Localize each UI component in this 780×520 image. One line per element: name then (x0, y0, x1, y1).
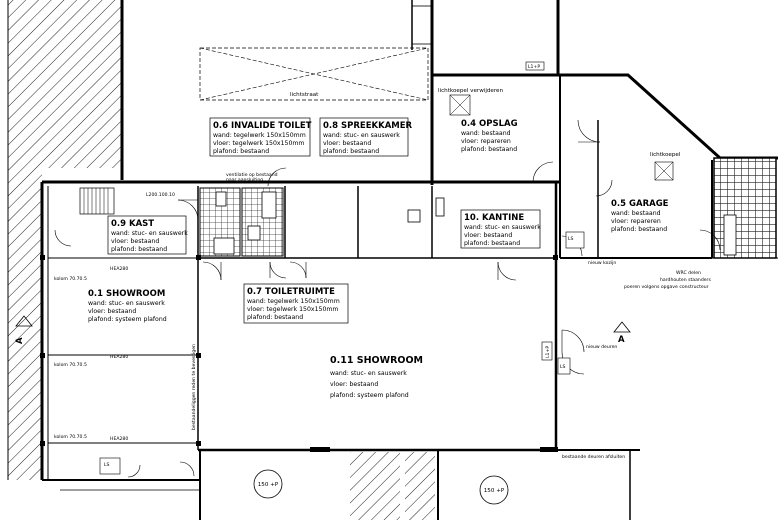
svg-text:vloer: tegelwerk 150x150mm: vloer: tegelwerk 150x150mm (247, 306, 338, 313)
parking-marker-2: 150 +P (479, 475, 509, 505)
svg-text:wand: stuc- en sauswerk: wand: stuc- en sauswerk (464, 224, 541, 231)
annotation-hea-3: HEA280 (110, 436, 128, 442)
annotation-vertical: bestaandeliggen reden te bevestigen (191, 344, 197, 430)
svg-text:plafond: bestaand: plafond: bestaand (213, 148, 269, 155)
svg-text:L1+P: L1+P (528, 64, 540, 70)
tag-top: L1+P (525, 61, 545, 71)
annotation-ventilatie: ventilatie op bestaand (226, 172, 278, 178)
svg-text:L1+P: L1+P (545, 346, 551, 358)
svg-text:0.9 KAST: 0.9 KAST (111, 219, 154, 229)
parking-marker-1: 150 +P (253, 469, 283, 499)
room-label-garage: 0.5 GARAGE wand: bestaand vloer: reparer… (611, 199, 669, 233)
door-swings (54, 119, 721, 478)
room-label-invalide-toilet: 0.6 INVALIDE TOILET wand: tegelwerk 150x… (209, 117, 312, 157)
svg-text:plafond: bestaand: plafond: bestaand (247, 314, 303, 321)
annotation-kanaal: naar aansluiting (226, 177, 263, 183)
svg-text:vloer: bestaand: vloer: bestaand (323, 140, 371, 147)
annotation-kolom-1: kolom 70.70.5 (54, 276, 87, 282)
annotation-kolom-3: kolom 70.70.5 (54, 434, 87, 440)
neighbour-hatch (8, 0, 122, 168)
svg-text:plafond: systeem plafond: plafond: systeem plafond (330, 392, 409, 399)
svg-text:plafond: bestaand: plafond: bestaand (461, 146, 517, 153)
room-label-kast: 0.9 KAST wand: stuc- en sauswerk vloer: … (107, 215, 188, 255)
skylight-marker-garage (654, 161, 674, 181)
lower-hatch (350, 452, 400, 520)
svg-text:wand: bestaand: wand: bestaand (611, 210, 661, 217)
svg-text:LS: LS (568, 236, 574, 242)
annotation-l200: L200.100.10 (146, 192, 175, 198)
svg-text:wand: stuc- en sauswerk: wand: stuc- en sauswerk (111, 230, 188, 237)
ls-marker-2: LS (99, 457, 121, 475)
tag-right: L1+P (541, 341, 553, 361)
svg-text:plafond: bestaand: plafond: bestaand (611, 226, 667, 233)
svg-text:wand: stuc- en sauswerk: wand: stuc- en sauswerk (88, 300, 165, 307)
annotation-lichtkoepel: lichtkoepel (650, 152, 681, 158)
svg-text:vloer: bestaand: vloer: bestaand (111, 238, 159, 245)
annotation-kolom-2: kolom 70.70.5 (54, 362, 87, 368)
svg-text:plafond: systeem plafond: plafond: systeem plafond (88, 316, 167, 323)
svg-text:wand: tegelwerk 150x150mm: wand: tegelwerk 150x150mm (247, 298, 340, 305)
svg-text:wand: bestaand: wand: bestaand (461, 130, 511, 137)
svg-text:vloer: bestaand: vloer: bestaand (88, 308, 136, 315)
svg-text:0.4 OPSLAG: 0.4 OPSLAG (461, 119, 518, 129)
svg-text:plafond: bestaand: plafond: bestaand (111, 246, 167, 253)
room-label-kantine: 10. KANTINE wand: stuc- en sauswerk vloe… (460, 209, 541, 249)
neighbour-hatch-lower (8, 168, 42, 480)
svg-text:150 +P: 150 +P (258, 482, 279, 488)
svg-text:150 +P: 150 +P (484, 488, 505, 494)
svg-text:10. KANTINE: 10. KANTINE (464, 213, 524, 223)
annotation-nieuw-kozijn: nieuw kozijn (588, 260, 616, 266)
svg-text:wand: stuc- en sauswerk: wand: stuc- en sauswerk (330, 370, 407, 377)
skylight-marker-opslag (449, 94, 471, 116)
skylight-lichtstraat: lichtstraat (199, 47, 429, 101)
section-marker-left: A (15, 315, 33, 344)
room-label-spreekkamer: 0.8 SPREEKKAMER wand: stuc- en sauswerk … (319, 117, 413, 157)
annotation-hea-2: HEA280 (110, 354, 128, 360)
svg-text:wand: stuc- en sauswerk: wand: stuc- en sauswerk (323, 132, 400, 139)
ls-marker-3: LS (557, 357, 571, 375)
svg-text:0.8 SPREEKKAMER: 0.8 SPREEKKAMER (323, 121, 413, 131)
svg-text:plafond: bestaand: plafond: bestaand (464, 240, 520, 247)
annotation-bestaande-deuren: bestaande deuren afsluiten (562, 454, 625, 460)
annotation-lichtkoepel-verwijderen: lichtkoepel verwijderen (438, 88, 503, 94)
room-label-showroom-011: 0.11 SHOWROOM wand: stuc- en sauswerk vl… (330, 355, 423, 399)
ls-marker-1: LS (565, 231, 585, 249)
stair (79, 187, 115, 215)
svg-text:LS: LS (104, 462, 110, 468)
room-label-showroom-01: 0.1 SHOWROOM wand: stuc- en sauswerk vlo… (88, 289, 167, 323)
annotation-wrc-1: WRC delen (676, 270, 701, 276)
svg-text:vloer: repareren: vloer: repareren (461, 138, 511, 145)
annotation-nieuw-deuren: nieuw deuren (586, 344, 617, 350)
svg-text:A: A (15, 337, 25, 344)
room-label-opslag: 0.4 OPSLAG wand: bestaand vloer: reparer… (461, 119, 518, 153)
svg-text:wand: tegelwerk 150x150mm: wand: tegelwerk 150x150mm (213, 132, 306, 139)
annotation-wrc-3: poeren volgens opgave constructeur (624, 284, 709, 290)
room-label-toiletruimte: 0.7 TOILETRUIMTE wand: tegelwerk 150x150… (243, 283, 349, 324)
svg-text:A: A (618, 335, 625, 345)
svg-text:0.6 INVALIDE TOILET: 0.6 INVALIDE TOILET (213, 121, 312, 131)
svg-text:0.1 SHOWROOM: 0.1 SHOWROOM (88, 289, 165, 299)
annotation-hea-1: HEA280 (110, 266, 128, 272)
annotation-wrc-2: hardhouten staanders (660, 277, 711, 283)
svg-text:0.11 SHOWROOM: 0.11 SHOWROOM (330, 355, 423, 366)
svg-text:vloer: repareren: vloer: repareren (611, 218, 661, 225)
svg-text:LS: LS (560, 364, 566, 370)
svg-text:vloer: tegelwerk 150x150mm: vloer: tegelwerk 150x150mm (213, 140, 304, 147)
grid-decking (713, 157, 777, 259)
svg-text:plafond: bestaand: plafond: bestaand (323, 148, 379, 155)
svg-text:vloer: bestaand: vloer: bestaand (330, 381, 378, 388)
svg-text:0.5 GARAGE: 0.5 GARAGE (611, 199, 669, 209)
svg-text:vloer: bestaand: vloer: bestaand (464, 232, 512, 239)
columns (40, 255, 558, 452)
section-marker-right: A (613, 321, 631, 345)
svg-text:0.7 TOILETRUIMTE: 0.7 TOILETRUIMTE (247, 287, 335, 297)
lichtstraat-label: lichtstraat (290, 92, 319, 98)
